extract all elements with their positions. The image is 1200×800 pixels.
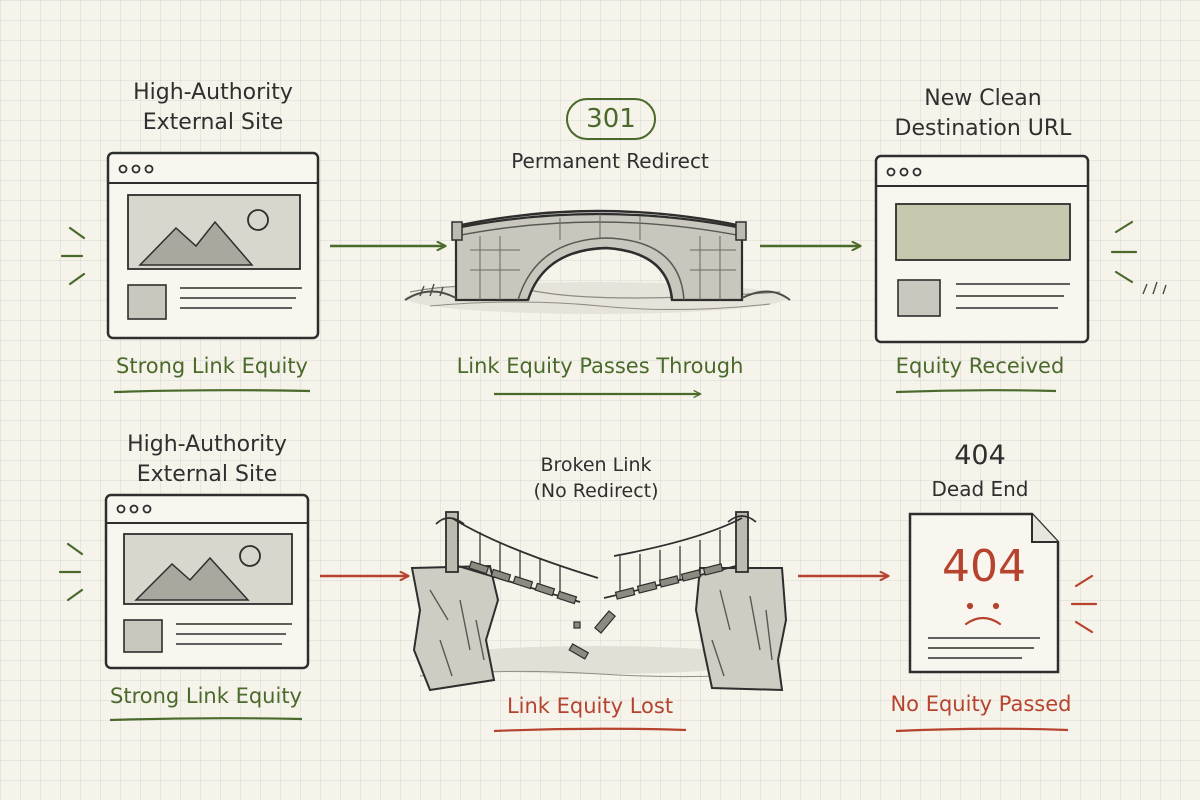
source-caption-bottom: Strong Link Equity bbox=[110, 684, 302, 708]
source-caption-top: Strong Link Equity bbox=[116, 354, 308, 378]
source-title-bottom: High-Authority External Site bbox=[127, 432, 287, 487]
source-browser-icon-bottom bbox=[104, 493, 310, 670]
motion-lines-icon-bottom-left bbox=[58, 542, 84, 602]
underline-top-left bbox=[113, 389, 311, 394]
source-title-top: High-Authority External Site bbox=[133, 80, 293, 135]
underline-top-right bbox=[895, 389, 1057, 394]
destination-title: New Clean Destination URL bbox=[894, 86, 1072, 141]
source-browser-icon-top bbox=[106, 151, 320, 340]
dead-end-code: 404 bbox=[954, 440, 1006, 471]
destination-browser-icon bbox=[874, 154, 1090, 344]
underline-bottom-right bbox=[895, 727, 1069, 733]
dead-end-label: Dead End bbox=[931, 477, 1029, 501]
redirect-label: Permanent Redirect bbox=[511, 149, 709, 173]
broken-link-label: Broken Link (No Redirect) bbox=[533, 454, 659, 502]
underline-bottom-left bbox=[109, 717, 303, 722]
bridge-caption-bottom: Link Equity Lost bbox=[506, 694, 674, 718]
dead-end-caption: No Equity Passed bbox=[890, 692, 1072, 716]
error-page-icon bbox=[908, 512, 1060, 674]
sad-face-icon bbox=[964, 602, 1002, 626]
motion-lines-icon-top-right bbox=[1110, 220, 1138, 284]
bridge-caption-top: Link Equity Passes Through bbox=[456, 354, 744, 378]
motion-lines-icon-bottom-right bbox=[1070, 574, 1098, 634]
error-page-code: 404 bbox=[942, 541, 1026, 592]
destination-caption: Equity Received bbox=[895, 354, 1065, 378]
underline-bottom-center bbox=[493, 727, 687, 733]
broken-rope-bridge-icon bbox=[410, 511, 788, 692]
motion-lines-icon-top-left bbox=[60, 226, 86, 286]
redirect-code-badge: 301 bbox=[566, 98, 656, 140]
stone-bridge-icon bbox=[404, 209, 1167, 314]
